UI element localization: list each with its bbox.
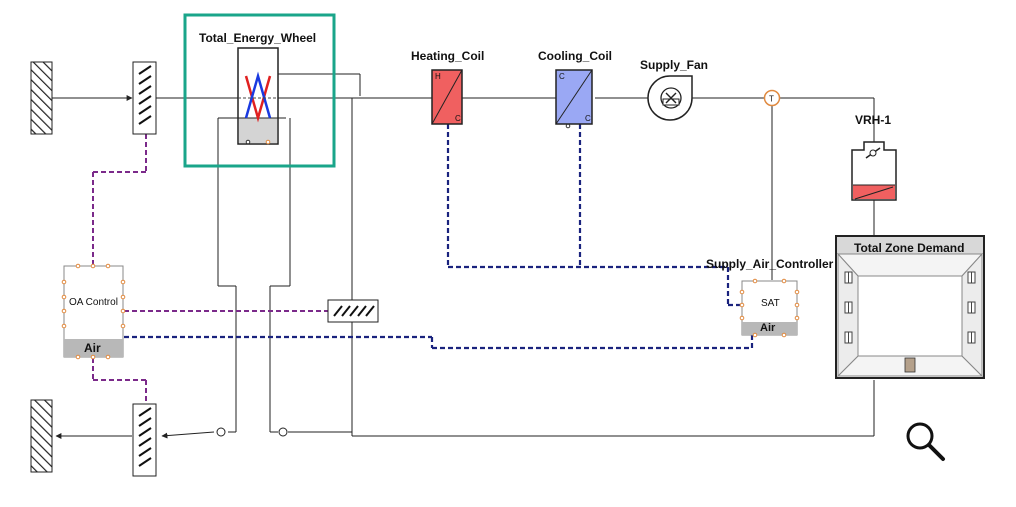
hatched-grille-icon[interactable] bbox=[30, 399, 53, 473]
zone-label: Total Zone Demand bbox=[854, 241, 965, 255]
damper-icon[interactable] bbox=[327, 299, 379, 323]
oa-control-label: OA Control bbox=[69, 297, 118, 308]
sac-footer: Air bbox=[760, 322, 776, 334]
oa-control[interactable] bbox=[61, 263, 126, 360]
heating-port-c: C bbox=[455, 114, 461, 123]
air-lines bbox=[52, 73, 875, 439]
cooling-coil-label: Cooling_Coil bbox=[538, 49, 612, 63]
supply-air-controller[interactable] bbox=[739, 278, 800, 338]
energy-wheel[interactable] bbox=[237, 47, 279, 145]
selection-frame bbox=[183, 13, 336, 168]
sac-label: Supply_Air_Controller bbox=[706, 257, 834, 271]
sac-box-label: SAT bbox=[761, 298, 780, 309]
fan-icon[interactable] bbox=[647, 75, 693, 121]
energy-wheel-label: Total_Energy_Wheel bbox=[199, 31, 317, 45]
damper-icon[interactable] bbox=[132, 61, 157, 135]
cooling-port-c1: C bbox=[559, 72, 565, 81]
damper-icon[interactable] bbox=[132, 403, 157, 477]
vrh-terminal[interactable] bbox=[851, 141, 897, 201]
control-lines-purple bbox=[92, 134, 328, 404]
vrh-label: VRH-1 bbox=[855, 113, 892, 127]
node-circle bbox=[216, 427, 226, 437]
cooling-port-c2: C bbox=[585, 114, 591, 123]
node-circle bbox=[278, 427, 288, 437]
window-icon bbox=[844, 271, 976, 344]
zone-box[interactable] bbox=[835, 235, 985, 379]
sensor-label: T bbox=[769, 95, 774, 104]
oa-control-footer: Air bbox=[84, 341, 101, 355]
heating-port-h: H bbox=[435, 72, 441, 81]
hatched-grille-icon[interactable] bbox=[30, 61, 53, 135]
heating-coil-label: Heating_Coil bbox=[411, 49, 485, 63]
control-lines-navy bbox=[124, 124, 754, 350]
heating-coil[interactable]: H C bbox=[431, 69, 463, 125]
supply-fan-label: Supply_Fan bbox=[640, 58, 709, 72]
cooling-coil[interactable]: C C bbox=[555, 69, 593, 129]
zoom-icon[interactable] bbox=[906, 422, 945, 461]
temperature-sensor[interactable]: T bbox=[763, 89, 781, 107]
